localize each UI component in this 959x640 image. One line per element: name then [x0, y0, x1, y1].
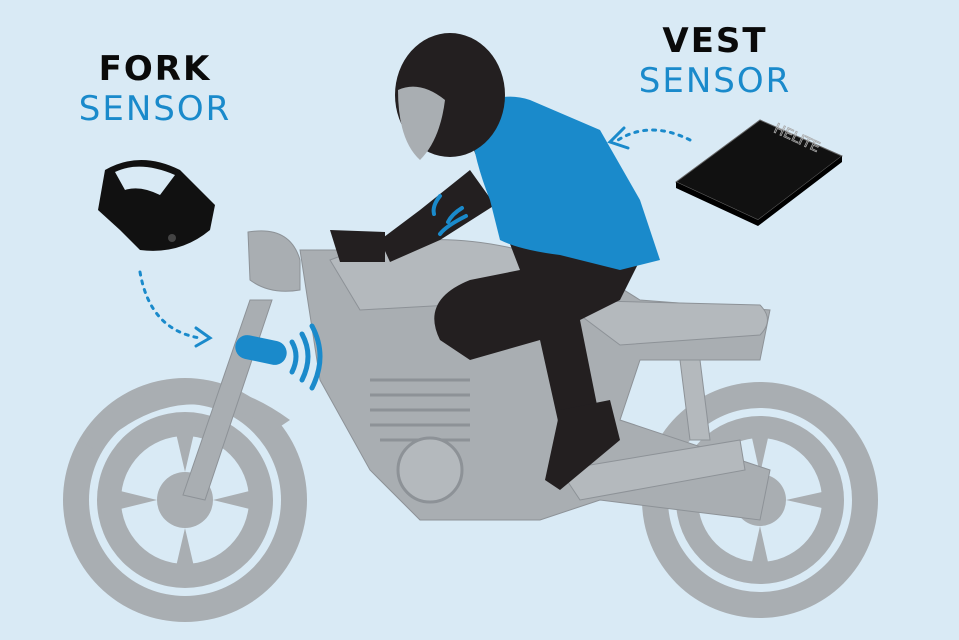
fork-arrow — [138, 270, 202, 340]
airbag-vest — [470, 96, 660, 271]
vest-arrow-head — [607, 126, 630, 150]
headlight — [247, 230, 301, 292]
fork-sensor-subtitle: SENSOR — [78, 89, 232, 129]
fork-sensor-image — [98, 160, 215, 251]
vest-sensor-image: HELITE — [675, 119, 843, 226]
engine — [370, 378, 470, 442]
arm — [380, 170, 495, 262]
vest-sensor-title: VEST — [662, 21, 768, 61]
signal-waves-vest — [431, 194, 468, 236]
exhaust — [559, 439, 746, 501]
vest-sensor-label: VEST SENSOR — [630, 24, 800, 98]
helmet-visor — [398, 86, 445, 160]
vest-arrow — [616, 128, 692, 142]
fork-arrow-head — [194, 326, 213, 348]
rear-shock — [679, 359, 711, 441]
seat — [558, 299, 768, 346]
fork-sensor-mounted — [235, 323, 323, 391]
boot — [545, 400, 620, 490]
glove — [330, 230, 385, 262]
front-wheel — [63, 378, 307, 622]
rider — [330, 33, 660, 490]
signal-waves-fork — [289, 323, 323, 391]
fork-sensor-title: FORK — [98, 49, 212, 89]
fork-sensor-label: FORK SENSOR — [70, 52, 240, 126]
vest-sensor-subtitle: SENSOR — [638, 61, 792, 101]
